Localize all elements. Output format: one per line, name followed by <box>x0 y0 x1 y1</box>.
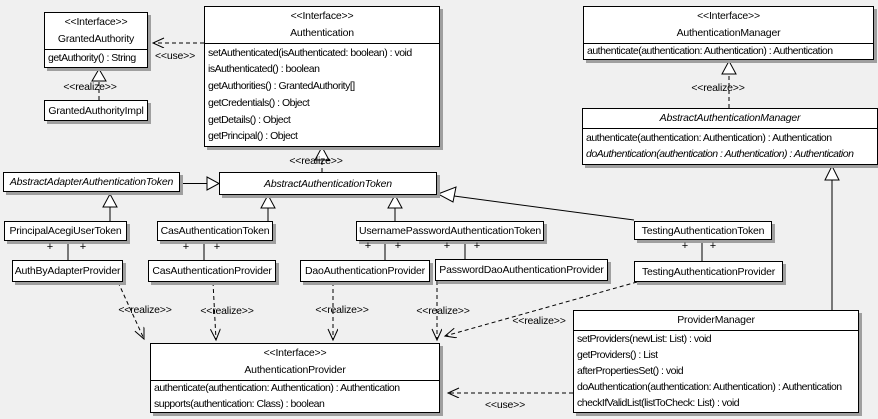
stereotype-label: <<Interface>> <box>263 347 327 359</box>
method: getDetails() : Object <box>208 113 291 126</box>
class-authentication-manager[interactable]: <<Interface>> AuthenticationManager auth… <box>583 6 874 60</box>
stereotype-label: <<Interface>> <box>290 10 354 22</box>
class-name: PasswordDaoAuthenticationProvider <box>439 264 604 276</box>
realize-stereotype-label: <<realize>> <box>200 305 254 317</box>
realize-stereotype-label: <<realize>> <box>63 81 117 93</box>
realize-stereotype-label: <<realize>> <box>416 305 470 317</box>
method: setProviders(newList: List) : void <box>577 333 712 345</box>
method: authenticate(authentication: Authenticat… <box>587 45 833 57</box>
multiplicity-plus: + <box>709 240 717 252</box>
class-principal-acegi-user-token[interactable]: PrincipalAcegiUserToken <box>4 221 127 241</box>
multiplicity-plus: + <box>473 240 481 252</box>
class-name: AuthByAdapterProvider <box>14 265 121 277</box>
method-compartment: authenticate(authentication: Authenticat… <box>151 381 439 412</box>
class-title: <<Interface>> AuthenticationProvider <box>151 344 439 381</box>
class-name: AbstractAuthenticationToken <box>264 177 392 190</box>
class-granted-authority[interactable]: <<Interface>> GrantedAuthority getAuthor… <box>44 12 148 68</box>
realize-stereotype-label: <<realize>> <box>691 82 745 94</box>
multiplicity-plus: + <box>681 240 689 252</box>
realize-stereotype-label: <<realize>> <box>512 315 566 327</box>
class-cas-authentication-token[interactable]: CasAuthenticationToken <box>157 221 273 241</box>
method-compartment: setProviders(newList: List) : void getPr… <box>574 331 858 412</box>
method: authenticate(authentication: Authenticat… <box>586 131 832 144</box>
class-auth-by-adapter-provider[interactable]: AuthByAdapterProvider <box>12 260 123 282</box>
class-dao-authentication-provider[interactable]: DaoAuthenticationProvider <box>300 260 430 282</box>
stereotype-label: <<Interface>> <box>64 16 128 28</box>
method: getAuthorities() : GrantedAuthority[] <box>208 80 355 93</box>
class-testing-authentication-token[interactable]: TestingAuthenticationToken <box>634 221 772 240</box>
class-title: <<Interface>> AuthenticationManager <box>584 7 873 44</box>
class-name: ProviderManager <box>677 314 755 326</box>
realize-stereotype-label: <<realize>> <box>289 155 343 167</box>
class-name: AbstractAuthenticationManager <box>659 112 801 124</box>
multiplicity-plus: + <box>182 241 190 253</box>
method: getCredentials() : Object <box>208 96 310 109</box>
method: authenticate(authentication: Authenticat… <box>154 382 400 395</box>
method-compartment: getAuthority() : String <box>45 50 147 67</box>
multiplicity-plus: + <box>213 241 221 253</box>
method: getAuthority() : String <box>48 52 136 64</box>
multiplicity-plus: + <box>46 241 54 253</box>
class-name: DaoAuthenticationProvider <box>305 265 425 277</box>
class-name: CasAuthenticationProvider <box>152 265 272 277</box>
method: checkIfValidList(listToCheck: List) : vo… <box>577 397 740 409</box>
use-stereotype-label: <<use>> <box>154 50 196 62</box>
method: setAuthenticated(isAuthenticated: boolea… <box>208 46 412 59</box>
class-title: AbstractAuthenticationManager <box>583 109 877 129</box>
class-name: GrantedAuthorityImpl <box>48 104 144 117</box>
class-abstract-authentication-token[interactable]: AbstractAuthenticationToken <box>219 172 437 195</box>
use-stereotype-label: <<use>> <box>484 399 526 411</box>
class-name: GrantedAuthority <box>57 33 135 45</box>
class-provider-manager[interactable]: ProviderManager setProviders(newList: Li… <box>573 310 859 413</box>
class-granted-authority-impl[interactable]: GrantedAuthorityImpl <box>44 100 148 121</box>
class-name: TestingAuthenticationToken <box>641 224 765 237</box>
class-authentication-provider[interactable]: <<Interface>> AuthenticationProvider aut… <box>150 343 440 413</box>
class-name: UsernamePasswordAuthenticationToken <box>358 225 542 237</box>
multiplicity-plus: + <box>443 240 451 252</box>
class-testing-authentication-provider[interactable]: TestingAuthenticationProvider <box>634 261 783 282</box>
class-password-dao-authentication-provider[interactable]: PasswordDaoAuthenticationProvider <box>435 259 608 281</box>
class-name: AuthenticationManager <box>676 27 781 39</box>
realize-stereotype-label: <<realize>> <box>315 304 369 316</box>
class-name: Authentication <box>290 27 354 39</box>
method: isAuthenticated() : boolean <box>208 63 320 76</box>
class-title: ProviderManager <box>574 311 858 331</box>
class-name: AbstractAdapterAuthenticationToken <box>9 176 174 188</box>
method-compartment: authenticate(authentication: Authenticat… <box>584 44 873 59</box>
method: getPrincipal() : Object <box>208 130 298 143</box>
method: getProviders() : List <box>577 349 658 361</box>
method: doAuthentication(authentication: Authent… <box>577 381 842 393</box>
class-abstract-authentication-manager[interactable]: AbstractAuthenticationManager authentica… <box>582 108 878 165</box>
method-compartment: setAuthenticated(isAuthenticated: boolea… <box>205 44 439 146</box>
class-name: PrincipalAcegiUserToken <box>9 225 122 237</box>
method-compartment: authenticate(authentication: Authenticat… <box>583 129 877 164</box>
realize-stereotype-label: <<realize>> <box>118 304 172 316</box>
stereotype-label: <<Interface>> <box>697 10 760 22</box>
class-name: TestingAuthenticationProvider <box>641 265 776 278</box>
method: afterPropertiesSet() : void <box>577 365 684 377</box>
multiplicity-plus: + <box>394 240 402 252</box>
class-cas-authentication-provider[interactable]: CasAuthenticationProvider <box>148 260 276 282</box>
method: supports(authentication: Class) : boolea… <box>154 397 325 410</box>
method: doAuthentication(authentication : Authen… <box>586 148 854 161</box>
multiplicity-plus: + <box>364 240 372 252</box>
multiplicity-plus: + <box>79 241 87 253</box>
class-abstract-adapter-authentication-token[interactable]: AbstractAdapterAuthenticationToken <box>3 172 180 192</box>
class-title: <<Interface>> Authentication <box>205 7 439 44</box>
class-username-password-authentication-token[interactable]: UsernamePasswordAuthenticationToken <box>356 221 544 241</box>
class-authentication[interactable]: <<Interface>> Authentication setAuthenti… <box>204 6 440 147</box>
class-title: <<Interface>> GrantedAuthority <box>45 13 147 50</box>
class-name: AuthenticationProvider <box>244 364 346 376</box>
class-name: CasAuthenticationToken <box>160 225 270 237</box>
